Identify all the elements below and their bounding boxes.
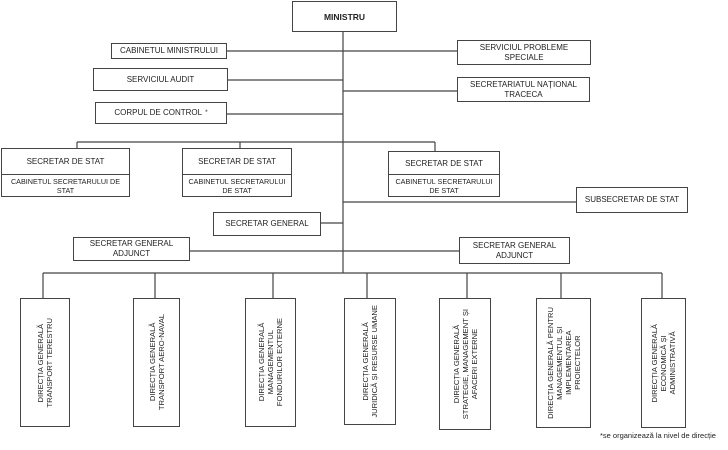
state-secretary-title: SECRETAR DE STAT bbox=[389, 152, 499, 175]
undersecretary-label: SUBSECRETAR DE STAT bbox=[584, 195, 680, 204]
directorate-label: DIRECȚIA GENERALĂ ECONOMICĂ ȘI ADMINISTR… bbox=[650, 323, 677, 403]
state-secretary-cabinet: CABINETUL SECRETARULUI DE STAT bbox=[395, 177, 493, 195]
directorate-label: DIRECȚIA GENERALĂ MANAGEMENTUL FONDURILO… bbox=[257, 318, 284, 407]
audit-box: SERVICIUL AUDIT bbox=[93, 68, 228, 91]
state-secretary-title: SECRETAR DE STAT bbox=[183, 149, 291, 175]
directorate-label: DIRECȚIA GENERALĂ TRANSPORT TERESTRU bbox=[36, 317, 54, 408]
directorate-box: DIRECȚIA GENERALĂ ECONOMICĂ ȘI ADMINISTR… bbox=[641, 298, 686, 428]
state-secretary-cabinet: CABINETUL SECRETARULUI DE STAT bbox=[10, 177, 121, 195]
directorate-box: DIRECȚIA GENERALĂ JURIDICĂ ȘI RESURSE UM… bbox=[344, 298, 396, 425]
cabinet-label: CABINETUL MINISTRULUI bbox=[120, 46, 218, 55]
audit-label: SERVICIUL AUDIT bbox=[126, 74, 195, 84]
state-secretary-box: SECRETAR DE STAT CABINETUL SECRETARULUI … bbox=[388, 151, 500, 197]
state-secretary-cabinet: CABINETUL SECRETARULUI DE STAT bbox=[188, 177, 286, 195]
deputy-secretary-label: SECRETAR GENERAL ADJUNCT bbox=[472, 240, 557, 260]
directorate-box: DIRECȚIA GENERALĂ MANAGEMENTUL FONDURILO… bbox=[245, 298, 296, 427]
deputy-secretary-box: SECRETAR GENERAL ADJUNCT bbox=[73, 237, 190, 261]
state-secretary-box: SECRETAR DE STAT CABINETUL SECRETARULUI … bbox=[182, 148, 292, 197]
deputy-secretary-label: SECRETAR GENERAL ADJUNCT bbox=[89, 239, 174, 258]
minister-box: MINISTRU bbox=[292, 1, 397, 32]
undersecretary-box: SUBSECRETAR DE STAT bbox=[576, 187, 688, 213]
directorate-label: DIRECȚIA GENERALĂ JURIDICĂ ȘI RESURSE UM… bbox=[361, 305, 379, 418]
secretary-general-box: SECRETAR GENERAL bbox=[213, 212, 321, 236]
directorate-box: DIRECȚIA GENERALĂ TRANSPORT AERO-NAVAL bbox=[133, 298, 180, 427]
control-label: CORPUL DE CONTROL bbox=[114, 108, 203, 117]
deputy-secretary-box: SECRETAR GENERAL ADJUNCT bbox=[459, 237, 570, 264]
traceca-label: SECRETARIATUL NAȚIONAL TRACECA bbox=[470, 79, 577, 99]
directorate-label: DIRECȚIA GENERALĂ TRANSPORT AERO-NAVAL bbox=[147, 314, 166, 411]
secretary-general-label: SECRETAR GENERAL bbox=[225, 219, 309, 228]
state-secretary-box: SECRETAR DE STAT CABINETUL SECRETARULUI … bbox=[1, 148, 130, 197]
directorate-box: DIRECȚIA GENERALĂ TRANSPORT TERESTRU bbox=[20, 298, 70, 427]
minister-label: MINISTRU bbox=[323, 11, 366, 22]
special-problems-box: SERVICIUL PROBLEME SPECIALE bbox=[457, 40, 591, 65]
special-problems-label: SERVICIUL PROBLEME SPECIALE bbox=[479, 42, 569, 62]
footnote: *se organizează la nivel de direcție bbox=[600, 431, 716, 440]
directorate-label: DIRECȚIA GENERALĂ STRATEGIE, MANAGEMENT … bbox=[451, 308, 479, 420]
control-box: CORPUL DE CONTROL* bbox=[95, 102, 227, 124]
directorate-label: DIRECȚIA GENERALĂ PENTRU MANAGEMENTUL ȘI… bbox=[545, 307, 582, 419]
directorate-box: DIRECȚIA GENERALĂ PENTRU MANAGEMENTUL ȘI… bbox=[536, 298, 591, 428]
traceca-box: SECRETARIATUL NAȚIONAL TRACECA bbox=[457, 77, 590, 102]
directorate-box: DIRECȚIA GENERALĂ STRATEGIE, MANAGEMENT … bbox=[439, 298, 491, 430]
cabinet-box: CABINETUL MINISTRULUI bbox=[111, 43, 227, 59]
state-secretary-title: SECRETAR DE STAT bbox=[2, 149, 129, 175]
footnote-mark: * bbox=[205, 109, 208, 116]
